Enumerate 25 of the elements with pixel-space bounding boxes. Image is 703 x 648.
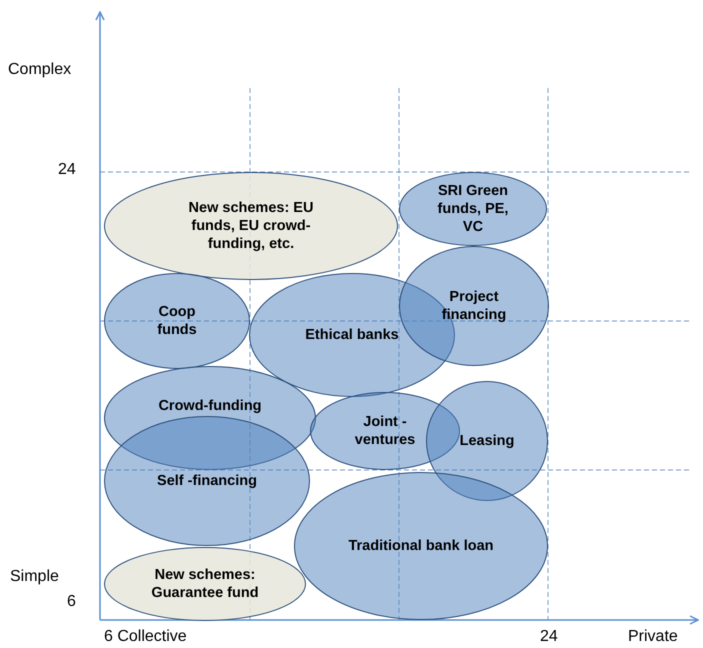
axis-label: 6 Collective <box>104 629 187 645</box>
bubble-label: Leasing <box>458 432 516 450</box>
axis-label: Private <box>628 629 678 645</box>
bubble-label: Traditional bank loan <box>347 536 495 556</box>
axis-label: Complex <box>8 62 72 78</box>
bubble-label: Coop funds <box>156 302 198 340</box>
ellipse-bubble <box>104 172 398 280</box>
ellipse-bubble <box>399 172 547 246</box>
ellipse-bubble <box>294 472 548 620</box>
ellipse-bubble <box>104 547 306 621</box>
bubble-label: Project financing <box>440 288 508 324</box>
bubble-label: Crowd-funding <box>157 396 263 416</box>
bubble-label: New schemes: Guarantee fund <box>150 566 260 602</box>
ellipse-bubble <box>104 416 310 546</box>
tick-label: 24 <box>58 162 76 178</box>
ellipse-bubble <box>104 273 250 369</box>
bubble-label: Joint -ventures <box>354 412 416 450</box>
ellipse-bubble <box>399 246 549 366</box>
bubble-label: Ethical banks <box>304 326 400 344</box>
bubble-label: Self -financing <box>156 472 258 490</box>
tick-label: 6 <box>67 594 76 610</box>
axis-label: Simple <box>10 569 59 585</box>
tick-label: 24 <box>540 629 558 645</box>
bubble-label: New schemes: EU funds, EU crowd-funding, etc. <box>188 198 314 254</box>
bubble-label: SRI Green funds, PE, VC <box>436 182 510 236</box>
